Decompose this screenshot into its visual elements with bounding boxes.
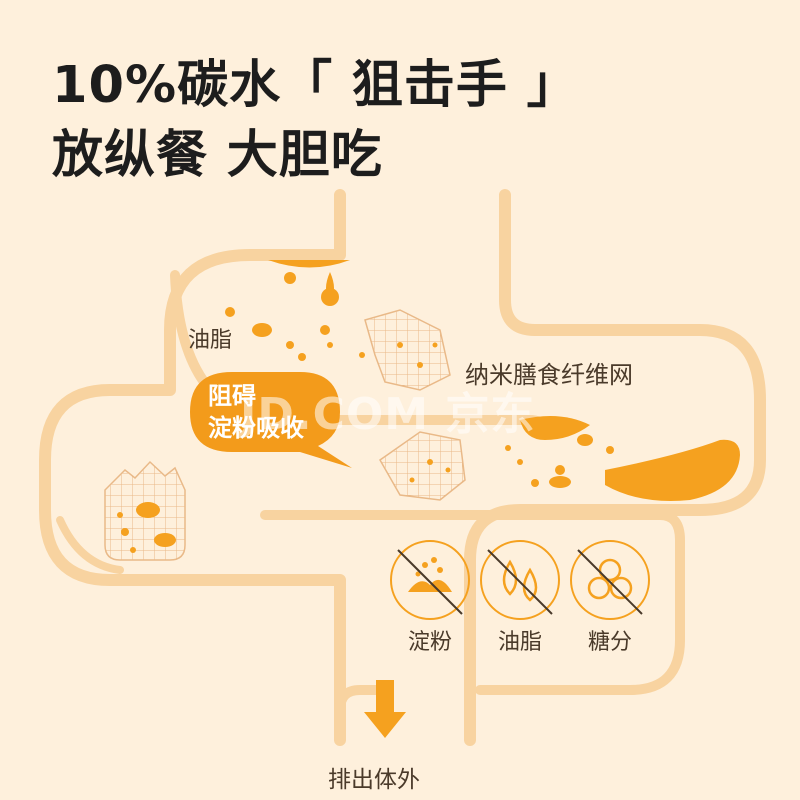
headline-line-1: 10%碳水「 狙击手 」 <box>52 56 579 115</box>
sugar-blocked-icon <box>570 540 650 620</box>
oil-stream <box>605 439 740 501</box>
oil-blob <box>520 416 590 440</box>
starch-blocked-icon <box>390 540 470 620</box>
fiber-net-lower <box>379 431 466 501</box>
down-arrow-icon <box>364 680 406 738</box>
headline-line-2: 放纵餐 大胆吃 <box>52 126 383 185</box>
bubble-text-line-2: 淀粉吸收 <box>208 414 304 442</box>
speech-bubble <box>190 372 352 468</box>
oil-label: 油脂 <box>188 328 233 353</box>
icon-label-starch: 淀粉 <box>408 630 453 655</box>
fiber-net-bag <box>104 460 186 561</box>
oil-drips <box>268 260 350 306</box>
icon-label-oil: 油脂 <box>498 630 543 655</box>
oil-blocked-icon <box>480 540 560 620</box>
oil-particles <box>225 307 614 488</box>
fiber-net-upper <box>364 309 451 391</box>
bubble-text-line-1: 阻碍 <box>208 382 256 410</box>
watermark: JD.COM 京东 <box>240 389 536 440</box>
excrete-label: 排出体外 <box>328 767 420 793</box>
fiber-net-label: 纳米膳食纤维网 <box>465 361 633 389</box>
icon-label-sugar: 糖分 <box>588 630 633 655</box>
